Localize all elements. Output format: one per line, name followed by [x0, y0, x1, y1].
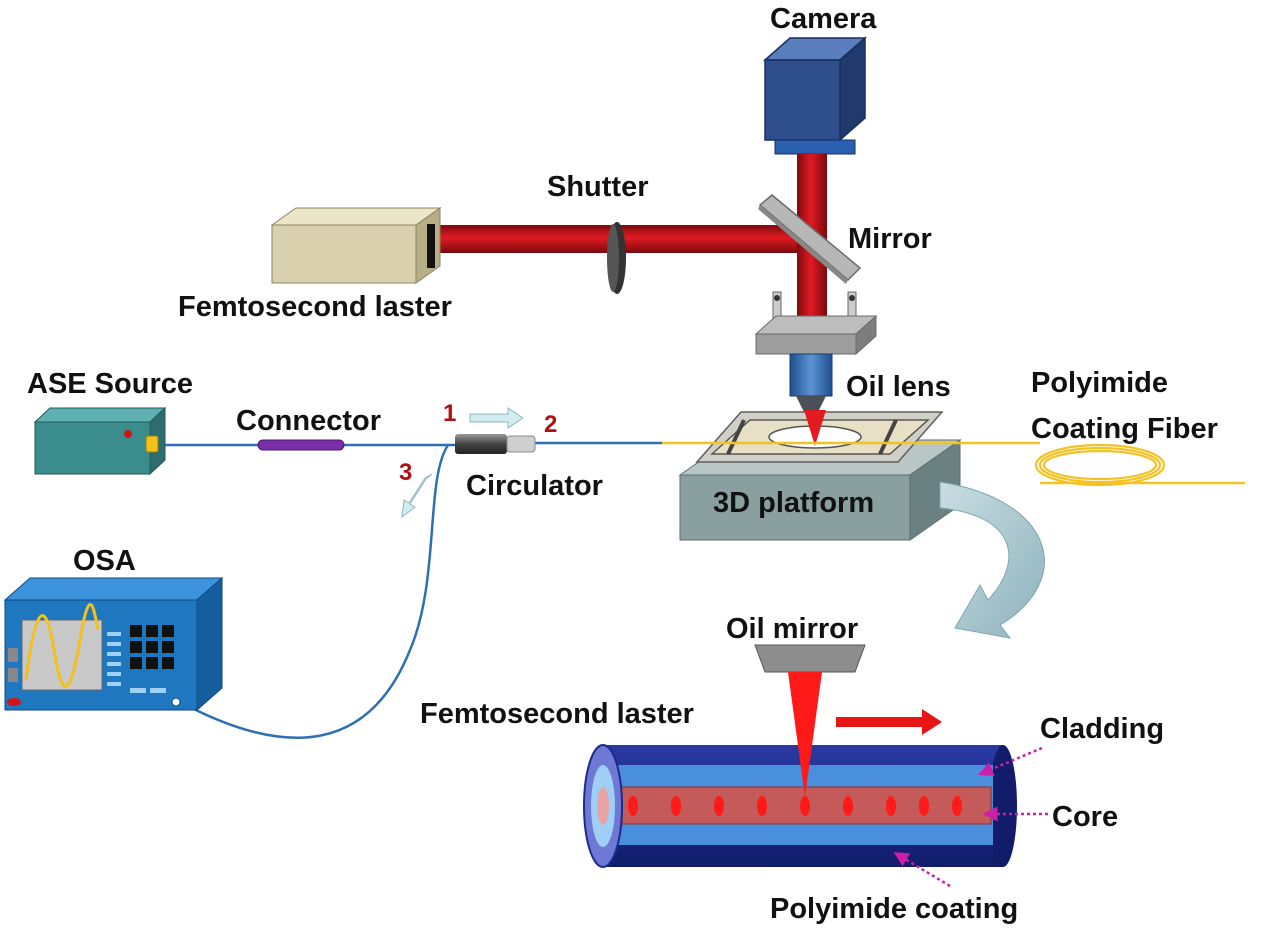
lens-holder [754, 291, 878, 356]
core-modification-dots [628, 796, 962, 816]
3d-platform-label: 3D platform [713, 487, 874, 519]
arrow-port1-to-2 [469, 407, 524, 429]
polyimide-fiber-label-line2: Coating Fiber [1031, 413, 1218, 445]
3d-platform [678, 411, 962, 541]
fiber-to-osa [181, 444, 450, 739]
port-3-label: 3 [399, 459, 412, 486]
oil-lens [789, 353, 833, 412]
ase-source-label: ASE Source [27, 368, 193, 400]
oil-lens-label: Oil lens [846, 371, 951, 403]
connector [257, 439, 345, 451]
zoom-arrow [939, 481, 1045, 639]
camera [763, 36, 867, 155]
osa [3, 576, 224, 712]
femtosecond-laser-label: Femtosecond laster [178, 291, 452, 323]
osa-label: OSA [73, 545, 136, 577]
mirror-label: Mirror [848, 223, 932, 255]
circulator-label: Circulator [466, 470, 603, 502]
polyimide-coating-pointer [893, 852, 951, 888]
camera-label: Camera [770, 3, 877, 35]
polyimide-coating-label: Polyimide coating [770, 893, 1018, 925]
cladding-label: Cladding [1040, 713, 1164, 745]
port-2-label: 2 [544, 411, 557, 438]
fiber-coil [1034, 443, 1166, 487]
femtosecond-laser [270, 207, 442, 284]
cladding-pointer [978, 746, 1043, 777]
polyimide-fiber-label-line1: Polyimide [1031, 367, 1168, 399]
shutter [607, 222, 626, 294]
keypad [130, 625, 174, 669]
shutter-label: Shutter [547, 171, 649, 203]
focused-beam-cone [804, 410, 826, 446]
femtosecond-laser-label-detail: Femtosecond laster [420, 698, 694, 730]
port-1-label: 1 [443, 400, 456, 427]
mirror [758, 194, 862, 284]
circulator [455, 434, 536, 454]
arrow-to-port3 [401, 473, 433, 519]
spectrum-trace [24, 603, 100, 688]
scan-direction-arrow [836, 709, 942, 735]
oil-mirror [754, 644, 866, 673]
core-label: Core [1052, 801, 1118, 833]
oil-mirror-label: Oil mirror [726, 613, 858, 645]
ase-source [33, 406, 167, 476]
connector-label: Connector [236, 405, 381, 437]
writing-beam-cone [788, 672, 822, 797]
